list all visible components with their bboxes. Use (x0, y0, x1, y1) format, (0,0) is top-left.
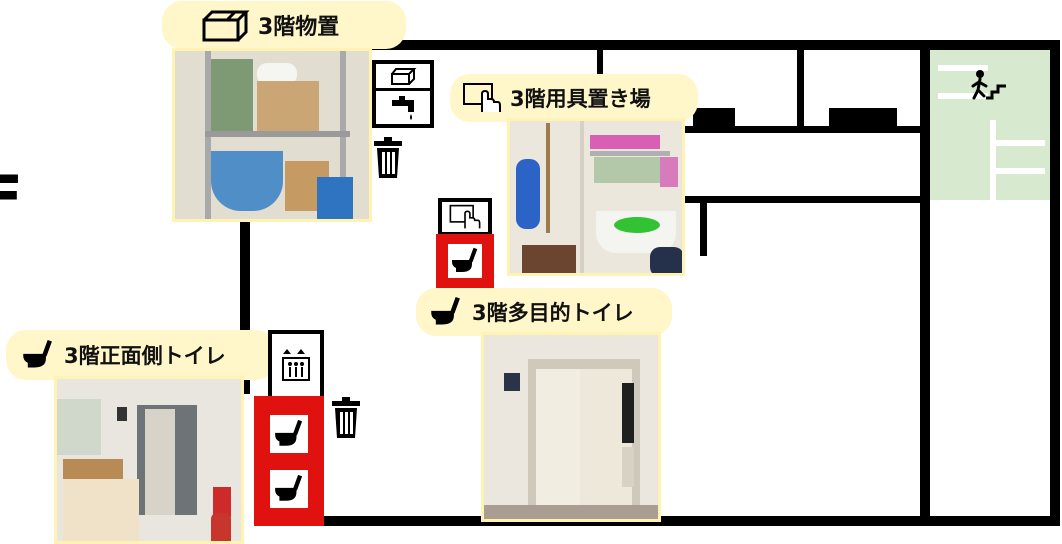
toilet-icon (275, 419, 303, 446)
front-toilet-label: 3階正面側トイレ (8, 332, 274, 378)
toilet-icon (431, 296, 460, 325)
faucet-icon (392, 95, 414, 120)
equipment-photo (507, 118, 685, 276)
equipment-marker (438, 198, 492, 236)
hand-gesture-icon (449, 204, 481, 229)
multipurpose-toilet-label: 3階多目的トイレ (418, 290, 670, 334)
equipment-label: 3階用具置き場 (452, 76, 696, 120)
multipurpose-toilet-photo (481, 332, 661, 522)
toilet-icon (23, 339, 52, 368)
box-icon (391, 67, 417, 85)
multipurpose-toilet-marker (436, 234, 494, 288)
storage-photo (172, 48, 372, 222)
storage-marker (372, 60, 434, 128)
hand-gesture-icon (463, 83, 501, 112)
stairs-icon (971, 70, 1006, 100)
elevator-marker (268, 330, 324, 396)
trash-icon (332, 397, 360, 438)
trash-icon (374, 137, 402, 178)
front-toilet-photo (54, 376, 244, 544)
elevator-icon (282, 349, 310, 381)
front-toilet-label-text: 3階正面側トイレ (64, 344, 226, 368)
front-toilet-marker (254, 396, 324, 526)
box-icon (202, 10, 250, 42)
toilet-icon (452, 247, 478, 272)
left-edge-text: F (0, 163, 23, 233)
storage-label: 3階物置 (164, 3, 404, 47)
equipment-label-text: 3階用具置き場 (510, 87, 651, 111)
toilet-icon (275, 474, 303, 501)
stairs-area (930, 50, 1050, 200)
multipurpose-toilet-label-text: 3階多目的トイレ (472, 301, 634, 325)
storage-label-text: 3階物置 (258, 15, 340, 40)
